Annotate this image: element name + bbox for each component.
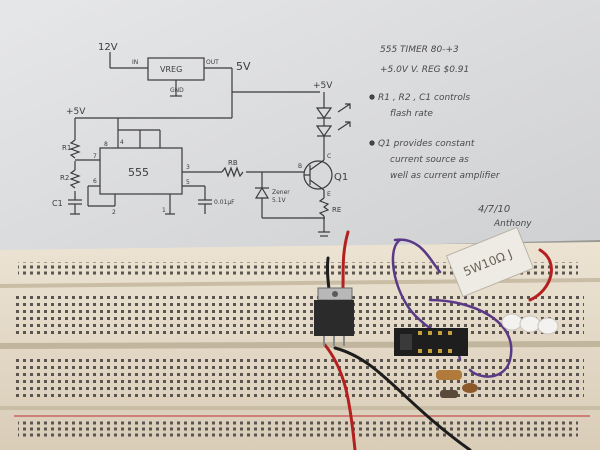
label-rb: RB: [228, 159, 238, 167]
note-line1: 555 TIMER 80-+3: [380, 45, 459, 55]
wire-purple-c: [428, 298, 513, 378]
label-c1: C1: [52, 199, 63, 208]
label-pin2: 2: [112, 209, 116, 216]
power-resistor: 5W10Ω J: [445, 226, 535, 298]
label-reg-gnd: GND: [170, 87, 184, 94]
label-zener-b: 5.1V: [272, 197, 287, 204]
note-bullet1a: R1 , R2 , C1 controls: [378, 93, 470, 103]
note-author: Anthony: [493, 219, 532, 229]
label-pin7: 7: [93, 153, 97, 160]
voltage-regulator: [314, 287, 354, 346]
label-q1: Q1: [334, 172, 348, 183]
label-pin6: 6: [93, 178, 97, 185]
label-r2: R2: [60, 174, 69, 182]
label-pin5: 5: [186, 179, 190, 186]
small-components: [436, 370, 478, 398]
label-reg-out-v: 5V: [236, 60, 251, 73]
schematic-drawing: [68, 52, 375, 237]
label-reg-in: IN: [132, 59, 138, 66]
note-bullet1b: flash rate: [390, 109, 433, 119]
label-pin1: 1: [162, 207, 166, 214]
note-line2: +5.0V V. REG $0.91: [380, 65, 469, 75]
label-supply-in: 12V: [98, 42, 118, 53]
wire-black-bottom: [333, 346, 472, 450]
wire-purple-b: [393, 238, 442, 274]
schematic-labels: 12V IN VREG OUT GND 5V +5V +5V R1 R2 C1 …: [52, 42, 348, 216]
led-cluster: [501, 313, 559, 335]
label-rail-5v: +5V: [66, 107, 86, 117]
capacitor-small: [462, 383, 478, 393]
label-ic-555: 555: [128, 166, 149, 179]
handwritten-notes: 555 TIMER 80-+3 +5.0V V. REG $0.91 R1 , …: [378, 45, 532, 229]
label-emitter: E: [327, 191, 331, 198]
label-cap: 0.01µF: [214, 199, 235, 206]
note-bullet2a: Q1 provides constant: [378, 139, 475, 149]
wire-red-bottom: [323, 343, 357, 450]
label-reg-name: VREG: [160, 65, 182, 74]
label-pin4: 4: [120, 139, 124, 146]
label-pin3: 3: [186, 164, 190, 171]
resistor-small: [436, 370, 462, 380]
wire-red-right: [528, 248, 553, 302]
label-pin8: 8: [104, 141, 108, 148]
label-base: B: [298, 163, 302, 170]
label-zener-a: Zener: [272, 189, 290, 196]
label-led-supply: +5V: [313, 81, 333, 91]
ic-socket: [394, 328, 468, 356]
label-r1: R1: [62, 144, 71, 152]
zener-small: [440, 390, 458, 398]
note-bullet2b: current source as: [390, 155, 469, 165]
note-date: 4/7/10: [478, 204, 510, 215]
label-reg-out: OUT: [206, 59, 219, 66]
label-re: RE: [332, 206, 341, 214]
label-collector: C: [327, 153, 331, 160]
note-bullet2c: well as current amplifier: [390, 171, 501, 181]
